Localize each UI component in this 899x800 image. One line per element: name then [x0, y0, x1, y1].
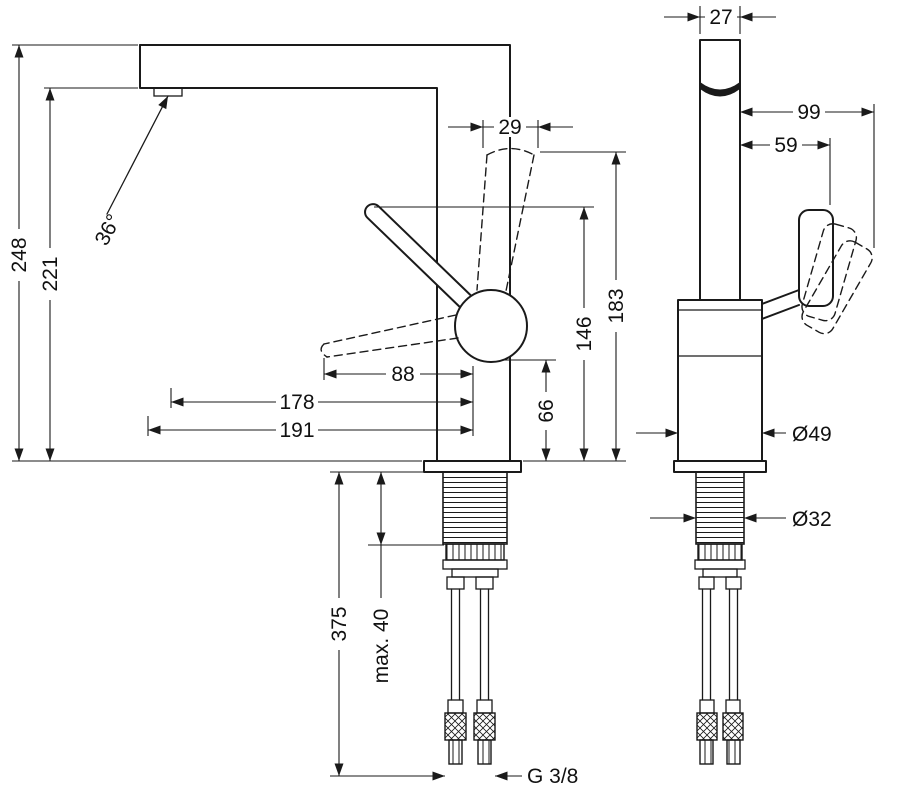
adapter-front: [702, 568, 738, 578]
svg-text:29: 29: [498, 116, 521, 139]
adapter: [451, 568, 499, 578]
dim-183: 183: [523, 151, 628, 462]
column-outline: [699, 39, 741, 301]
svg-text:183: 183: [605, 288, 628, 323]
spout-opening-band: [700, 82, 740, 97]
dim-thread-g38: G 3/8: [330, 765, 578, 788]
handle-dashed-pos1: [801, 223, 858, 322]
angle-leader-line: [106, 95, 169, 215]
dim-178: 178: [170, 388, 473, 414]
dim-88: 88: [323, 358, 474, 436]
dim-label-36: 36°: [91, 211, 126, 250]
dim-max40: max. 40: [368, 472, 444, 683]
threaded-shank-front: [695, 471, 745, 545]
base-flange-front: [673, 460, 767, 473]
side-view: 36°: [7, 44, 628, 788]
supply-hoses: [444, 576, 496, 765]
dim-66: 66: [502, 359, 558, 461]
svg-text:191: 191: [279, 419, 314, 442]
handle-down-dashed: [320, 314, 459, 358]
base-flange: [423, 460, 522, 473]
dim-146: 146: [374, 206, 596, 461]
svg-text:max. 40: max. 40: [370, 609, 393, 684]
angle-36-label: 36°: [91, 211, 126, 250]
dim-221: 221: [38, 87, 138, 461]
supply-hoses-front: [696, 576, 744, 765]
svg-text:221: 221: [39, 256, 62, 291]
handle-up-dashed: [476, 147, 535, 292]
handle-neck: [761, 289, 800, 320]
svg-text:375: 375: [328, 606, 351, 641]
svg-text:G 3/8: G 3/8: [527, 765, 578, 788]
threaded-shank: [442, 471, 508, 545]
svg-text:59: 59: [774, 134, 797, 157]
svg-text:Ø32: Ø32: [792, 508, 832, 531]
dim-dia49: Ø49: [636, 423, 832, 446]
svg-text:99: 99: [797, 101, 820, 124]
svg-text:248: 248: [8, 237, 31, 272]
mounting-nut-front: [697, 543, 743, 561]
svg-text:88: 88: [391, 363, 414, 386]
dim-191: 191: [147, 416, 473, 442]
svg-text:Ø49: Ø49: [792, 423, 832, 446]
washer: [442, 559, 508, 570]
svg-text:178: 178: [279, 391, 314, 414]
washer-front: [694, 559, 746, 570]
front-view: 27 99 59 Ø49 Ø32: [636, 6, 875, 765]
handle-pivot: [454, 289, 528, 363]
handle-lever: [364, 203, 476, 312]
body-lower: [677, 299, 763, 462]
svg-text:27: 27: [709, 6, 732, 29]
dim-27: 27: [664, 6, 776, 34]
svg-text:146: 146: [573, 316, 596, 351]
svg-text:66: 66: [535, 399, 558, 422]
mounting-nut: [445, 543, 505, 561]
dim-59: 59: [740, 134, 831, 205]
dim-248: 248: [7, 44, 422, 462]
spout-top-outline: [139, 44, 511, 462]
dim-99: 99: [740, 101, 875, 248]
handle-dashed-pos2: [801, 240, 873, 335]
dim-dia32: Ø32: [650, 508, 832, 531]
aerator: [153, 87, 183, 97]
dim-29: 29: [448, 116, 573, 148]
